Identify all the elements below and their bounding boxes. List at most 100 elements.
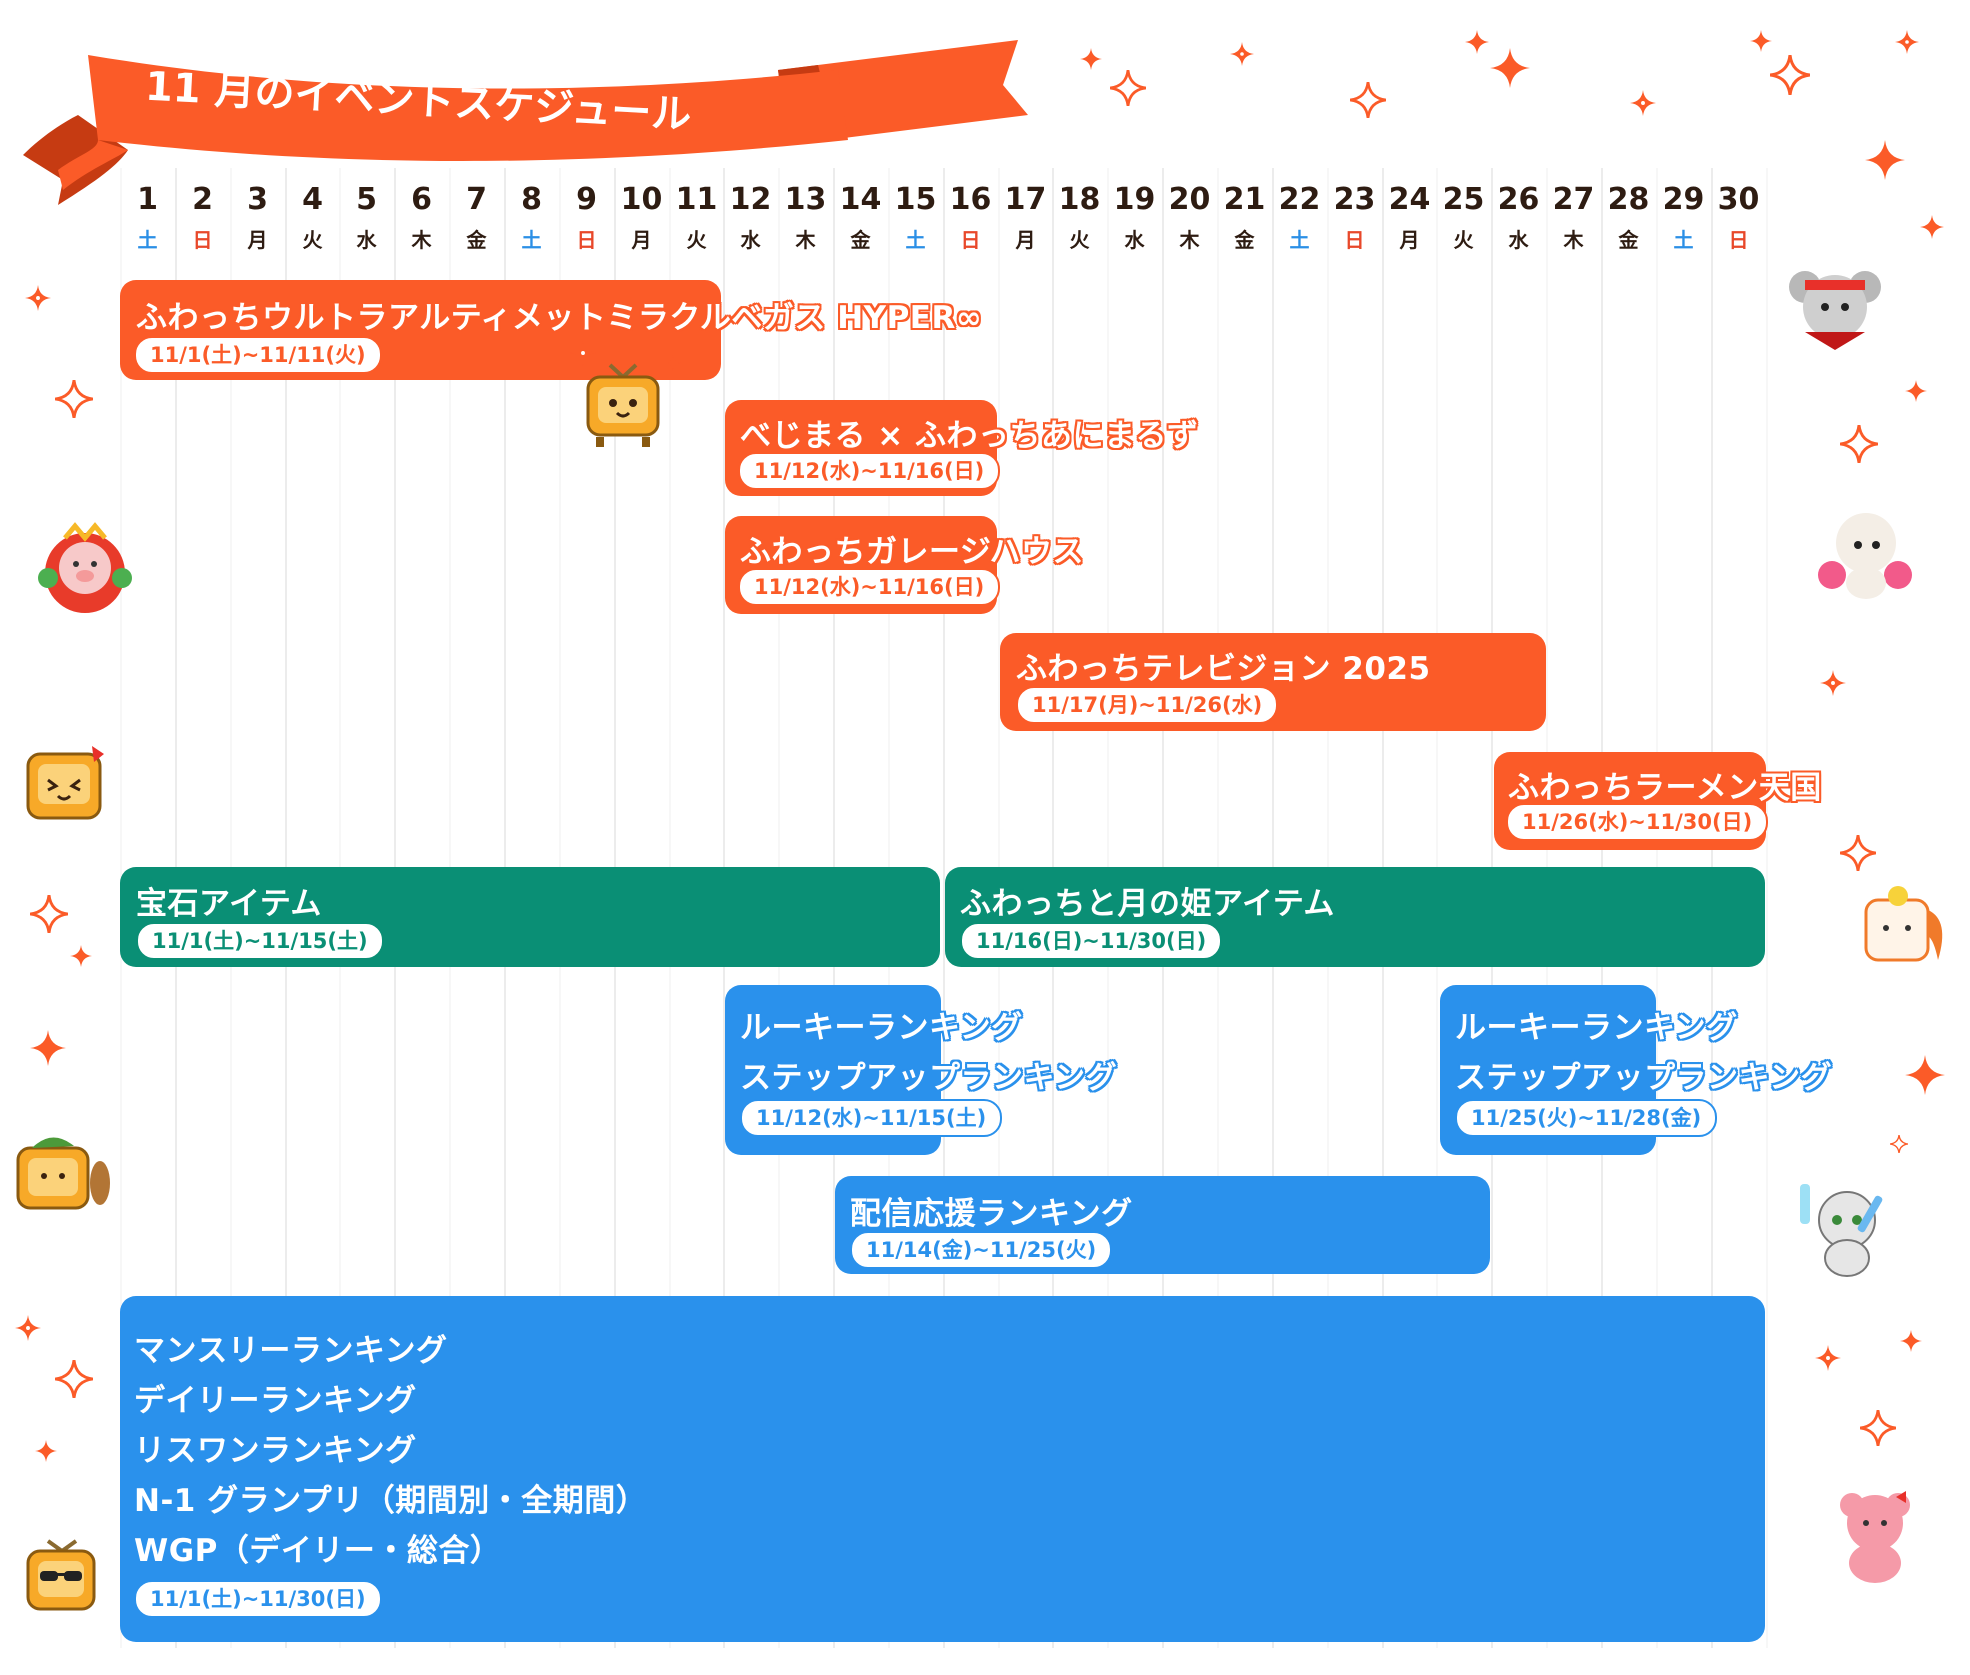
day-number: 5	[356, 182, 377, 217]
day-number: 30	[1717, 182, 1760, 217]
tv-mascot-laugh-icon	[26, 746, 104, 820]
event-title-moon: ふわっちと月の姫アイテム	[960, 886, 1335, 922]
event-dates-monthly: 11/1(土)~11/30(日)	[134, 1580, 382, 1618]
day-number: 3	[247, 182, 268, 217]
day-weekday: 土	[1673, 228, 1694, 252]
day-number: 29	[1662, 182, 1705, 217]
event-dates-haishin: 11/14(金)~11/25(火)	[850, 1231, 1113, 1269]
day-weekday: 金	[850, 228, 871, 252]
day-column-divider	[943, 168, 945, 1648]
sparkle-icon	[1815, 1345, 1841, 1371]
day-weekday: 火	[1069, 228, 1090, 252]
day-number: 4	[302, 182, 323, 217]
tv-mascot-fox-icon	[1864, 886, 1943, 962]
sparkle-icon	[1840, 835, 1876, 871]
day-number: 8	[521, 182, 542, 217]
sparkle-icon	[1890, 1135, 1908, 1153]
day-number: 19	[1113, 182, 1156, 217]
tv-mascot-tanuki-icon	[16, 1137, 110, 1210]
day-weekday: 木	[1179, 228, 1200, 252]
tv-mascot-sunglasses-icon	[26, 1539, 96, 1611]
sparkle-icon	[1820, 670, 1846, 696]
sparkle-icon	[1750, 30, 1772, 52]
event-dates-ramen: 11/26(水)~11/30(日)	[1506, 803, 1769, 841]
day-weekday: 日	[1728, 228, 1749, 252]
day-number: 7	[466, 182, 487, 217]
sparkle-icon	[55, 1360, 93, 1398]
sparkle-icon	[665, 355, 681, 371]
sparkle-icon	[1350, 82, 1386, 118]
day-weekday: 日	[1344, 228, 1365, 252]
event-title-rookie-1-line2: ステップアップランキング	[740, 1060, 1118, 1096]
day-number: 21	[1223, 182, 1266, 217]
event-title-hyper: ふわっちウルトラアルティメットミラクルベガス HYPER∞	[136, 300, 983, 336]
event-dates-rookie-1: 11/12(水)~11/15(土)	[740, 1099, 1003, 1137]
day-weekday: 土	[521, 228, 542, 252]
day-number: 11	[675, 182, 718, 217]
cat-mascot-icon	[1800, 1184, 1883, 1277]
day-number: 12	[729, 182, 772, 217]
day-weekday: 火	[1453, 228, 1474, 252]
event-dates-rookie-2: 11/25(火)~11/28(金)	[1455, 1099, 1718, 1137]
day-number: 9	[576, 182, 597, 217]
day-weekday: 水	[356, 228, 377, 252]
sparkle-icon	[1080, 48, 1102, 70]
day-number: 23	[1333, 182, 1376, 217]
sheep-mascot-icon	[1818, 513, 1912, 599]
day-weekday: 水	[1124, 228, 1145, 252]
sparkle-icon	[1905, 380, 1927, 402]
day-weekday: 土	[1289, 228, 1310, 252]
day-number: 20	[1168, 182, 1211, 217]
sparkle-icon	[1865, 140, 1905, 180]
sparkle-icon	[1630, 90, 1656, 116]
day-number: 24	[1388, 182, 1431, 217]
sparkle-icon	[35, 1440, 57, 1462]
sparkle-icon	[1110, 70, 1146, 106]
day-number: 6	[411, 182, 432, 217]
event-title-garage: ふわっちガレージハウス	[740, 534, 1085, 570]
day-weekday: 月	[247, 228, 268, 252]
day-number: 18	[1058, 182, 1101, 217]
sparkle-icon	[1770, 55, 1810, 95]
event-title-bejimaru: べじまる × ふわっちあにまるず	[740, 418, 1199, 454]
event-bar-monthly[interactable]	[120, 1296, 1765, 1642]
day-column-divider	[1766, 168, 1768, 1648]
day-weekday: 月	[1399, 228, 1420, 252]
day-number: 25	[1442, 182, 1485, 217]
event-title-monthly-2: デイリーランキング	[134, 1383, 417, 1419]
sparkle-icon	[1905, 1055, 1945, 1095]
day-weekday: 木	[1563, 228, 1584, 252]
event-title-monthly-3: リスワンランキング	[134, 1433, 417, 1469]
event-dates-gem: 11/1(土)~11/15(土)	[136, 922, 384, 960]
sparkle-icon	[30, 895, 68, 933]
day-number: 17	[1004, 182, 1047, 217]
sparkle-icon	[15, 1315, 41, 1341]
day-weekday: 日	[576, 228, 597, 252]
day-weekday: 日	[960, 228, 981, 252]
event-title-rookie-2-line1: ルーキーランキング	[1455, 1010, 1738, 1046]
day-number: 14	[839, 182, 882, 217]
day-weekday: 水	[740, 228, 761, 252]
event-dates-moon: 11/16(日)~11/30(日)	[960, 922, 1223, 960]
day-number: 1	[137, 182, 158, 217]
event-dates-hyper: 11/1(土)~11/11(火)	[134, 336, 382, 374]
day-weekday: 金	[1234, 228, 1255, 252]
day-weekday: 水	[1508, 228, 1529, 252]
event-dates-bejimaru: 11/12(水)~11/16(日)	[738, 452, 1001, 490]
sparkle-icon	[1230, 42, 1254, 66]
day-number: 27	[1552, 182, 1595, 217]
day-weekday: 金	[1618, 228, 1639, 252]
day-weekday: 月	[1015, 228, 1036, 252]
event-dates-television: 11/17(月)~11/26(水)	[1016, 686, 1279, 724]
sparkle-icon	[570, 340, 596, 366]
event-title-monthly-4: N-1 グランプリ（期間別・全期間）	[134, 1483, 648, 1519]
sparkle-icon	[1860, 1410, 1896, 1446]
title-ribbon	[23, 40, 1028, 205]
day-weekday: 木	[795, 228, 816, 252]
mouse-mascot-icon	[1789, 271, 1881, 350]
bear-mascot-icon	[1840, 1491, 1910, 1583]
pig-mascot-icon	[38, 522, 132, 613]
day-number: 26	[1497, 182, 1540, 217]
event-title-rookie-2-line2: ステップアップランキング	[1455, 1060, 1833, 1096]
